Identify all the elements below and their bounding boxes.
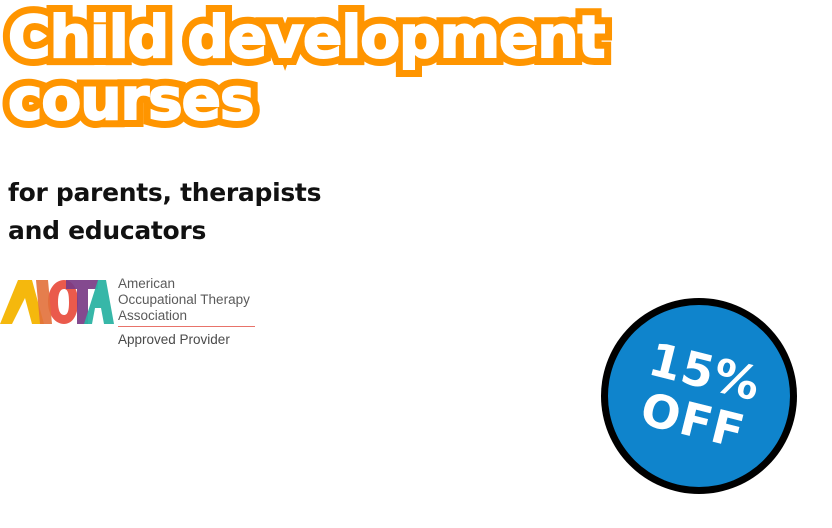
aota-letter-o [48, 280, 78, 324]
subheadline: for parents, therapists and educators [8, 174, 321, 250]
discount-badge: 15% OFF [601, 298, 797, 494]
headline-line-1: Child development Child development [0, 0, 613, 76]
aota-name-line-3: Association [118, 308, 188, 323]
aota-letter-t [66, 280, 98, 324]
subheadline-line-2: and educators [8, 216, 207, 245]
aota-organization-name: American Occupational Therapy Associatio… [118, 276, 250, 324]
aota-letter-a1 [0, 280, 44, 324]
aota-name-line-1: American [118, 276, 176, 291]
headline: Child development Child development cour… [0, 0, 613, 138]
aota-approved-provider-logo: American Occupational Therapy Associatio… [0, 274, 262, 354]
headline-line-2: courses courses [0, 60, 604, 138]
headline-line-2-outline: courses [0, 60, 262, 138]
aota-approved-provider-label: Approved Provider [118, 332, 230, 347]
headline-line-1-outline: Child development [0, 0, 613, 76]
subheadline-line-1: for parents, therapists [8, 178, 322, 207]
discount-badge-circle: 15% OFF [608, 305, 790, 487]
aota-name-line-2: Occupational Therapy [118, 292, 250, 307]
aota-divider [118, 326, 255, 327]
discount-badge-text: 15% OFF [608, 305, 790, 487]
aota-overlap-accent [36, 280, 52, 324]
aota-letter-a2 [84, 280, 114, 324]
headline-line-1-text: Child development [7, 3, 606, 71]
aota-logo-mark [0, 280, 114, 324]
headline-line-2-text: courses [7, 65, 256, 133]
